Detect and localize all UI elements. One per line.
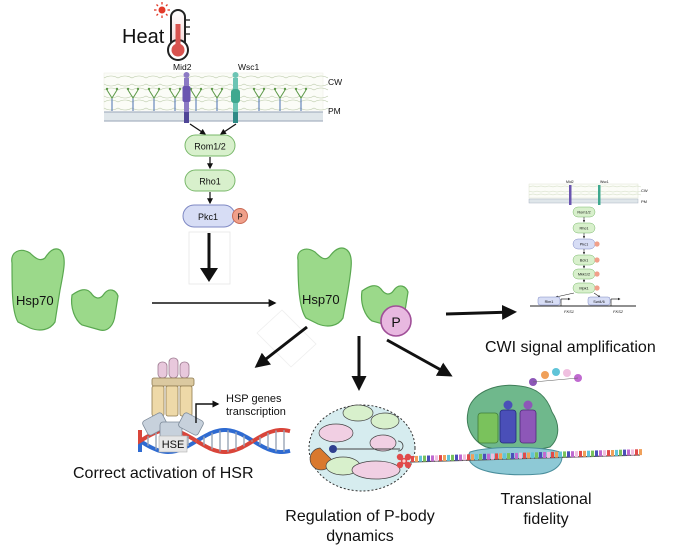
plasma-membrane: [104, 111, 323, 122]
heat-label: Heat: [122, 26, 165, 48]
hsf-dna-complex: HSE HSP genes transcription: [138, 357, 291, 455]
hsp-genes-label: HSP genes: [226, 393, 282, 405]
cwi-cascade: Rom1/2 Rho1 Pkc1 P: [182, 123, 248, 285]
cw-label: CW: [328, 77, 342, 87]
rom-label: Rom1/2: [194, 142, 226, 152]
mini-phospho-dot: [594, 241, 600, 247]
mini-pm-label: PM: [641, 199, 647, 204]
thermometer-icon: [167, 9, 190, 61]
mini-node-label: Rho1: [579, 227, 588, 231]
hse-label: HSE: [162, 439, 185, 451]
wsc1-label: Wsc1: [238, 62, 260, 72]
arrow-to-hsr: [254, 325, 308, 368]
cwi-label: CWI signal amplification: [485, 339, 656, 356]
mini-promoters: Rlm1 Swi4/6 FKS1 FKS2: [530, 296, 636, 314]
mini-node-label: Bck1: [580, 259, 588, 263]
hsr-label: Correct activation of HSR: [73, 465, 254, 482]
pm-label: PM: [328, 106, 341, 116]
mini-node-label: Rom1/2: [577, 211, 590, 215]
glycoprotein-glyph: [294, 87, 308, 111]
rho-node: [184, 169, 236, 192]
mini-phospho-dot: [594, 257, 600, 263]
glycoprotein-glyph: [210, 87, 224, 111]
hsp70-unmodified: Hsp70: [11, 248, 119, 331]
mini-swi-label: Swi4/6: [593, 300, 604, 304]
p-body: [308, 404, 416, 492]
hsp70-left-label: Hsp70: [16, 293, 54, 308]
outcome-arrows: [254, 304, 517, 391]
hsp70-right-label: Hsp70: [302, 292, 340, 307]
hsp70-phospho-label: P: [391, 314, 400, 330]
mid2-sensor: [182, 72, 191, 123]
mini-fks1-label: FKS1: [564, 309, 574, 314]
mid2-label: Mid2: [173, 62, 192, 72]
mini-cw-label: CW: [641, 188, 648, 193]
glycoprotein-glyph: [273, 87, 287, 111]
cell-envelope: CW PM Mid2 Wsc1: [103, 62, 342, 123]
glycoprotein-glyph: [126, 87, 140, 111]
hsp70-phosphorylated: Hsp70 P: [297, 247, 412, 337]
mini-rlm1-label: Rlm1: [545, 300, 554, 304]
pkc-phospho-badge: [232, 208, 248, 224]
glycoprotein-glyph: [168, 87, 182, 111]
rom-node: [184, 134, 236, 157]
rho-label: Rho1: [199, 177, 221, 187]
glycoprotein-glyph: [252, 87, 266, 111]
mini-wsc1-label: Wsc1: [600, 180, 609, 184]
hsp70-phospho-badge: [380, 305, 412, 337]
sun-icon: [154, 2, 170, 18]
mini-phospho-dot: [594, 285, 600, 291]
pbody-label-2: dynamics: [326, 528, 394, 545]
mini-phospho-dot: [594, 271, 600, 277]
mrna-strand: [409, 449, 642, 463]
ribosome-complex: [409, 368, 642, 476]
glycoprotein-glyphs: [105, 87, 308, 111]
glycoprotein-glyph: [147, 87, 161, 111]
mini-node-label: Mkk1/2: [578, 273, 590, 277]
cwi-mini-cascade: Mid2 Wsc1 CW PM Rom1/2Rho1Pkc1Bck1Mkk1/2…: [528, 180, 648, 314]
translation-label-2: fidelity: [523, 511, 568, 528]
hsf1-trimer: [142, 357, 204, 439]
transcription-arrow: [195, 400, 220, 423]
mini-node-label: Pkc1: [580, 243, 588, 247]
hse-box: [158, 435, 188, 453]
nascent-peptide: [529, 368, 582, 386]
heat-stimulus: Heat: [122, 2, 190, 61]
mini-node-label: Mpk1: [579, 287, 588, 291]
pkc-label: Pkc1: [198, 212, 218, 222]
wsc1-sensor: [231, 72, 240, 123]
glycoprotein-glyph: [105, 87, 119, 111]
arrow-to-translation: [386, 338, 453, 377]
rna-flower-icon: [396, 453, 412, 469]
arrow-to-cwi: [445, 304, 517, 320]
mini-mid2-label: Mid2: [566, 180, 574, 184]
transcription-label: transcription: [226, 406, 286, 418]
pkc-phospho-label: P: [237, 213, 242, 222]
pkc-target-box: [188, 231, 231, 285]
mini-fks2-label: FKS2: [613, 309, 624, 314]
translation-label-1: Translational: [500, 491, 591, 508]
pbody-label-1: Regulation of P-body: [285, 508, 434, 525]
